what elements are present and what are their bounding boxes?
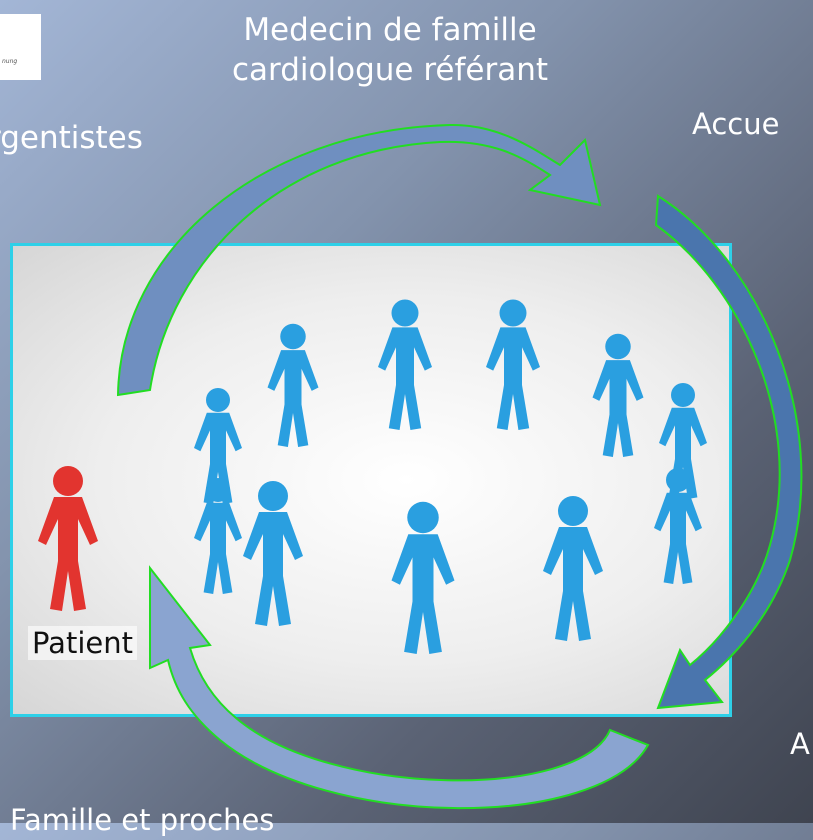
label-medecin-line1: Medecin de famille [243,12,537,48]
label-medecin: Medecin de famille cardiologue référant [232,10,548,90]
patient-label: Patient [28,626,137,660]
logo: nung [0,14,41,80]
logo-text: nung [2,58,18,65]
label-accueil: Accue [692,107,780,141]
arrow-top [116,123,602,397]
label-urgentistes: rgentistes [0,120,143,156]
label-medecin-line2: cardiologue référant [232,52,548,88]
arrow-bottom [149,565,650,810]
arrow-right [654,194,803,710]
cycle-arrows [116,123,803,810]
label-bottom-right: A [790,727,810,761]
